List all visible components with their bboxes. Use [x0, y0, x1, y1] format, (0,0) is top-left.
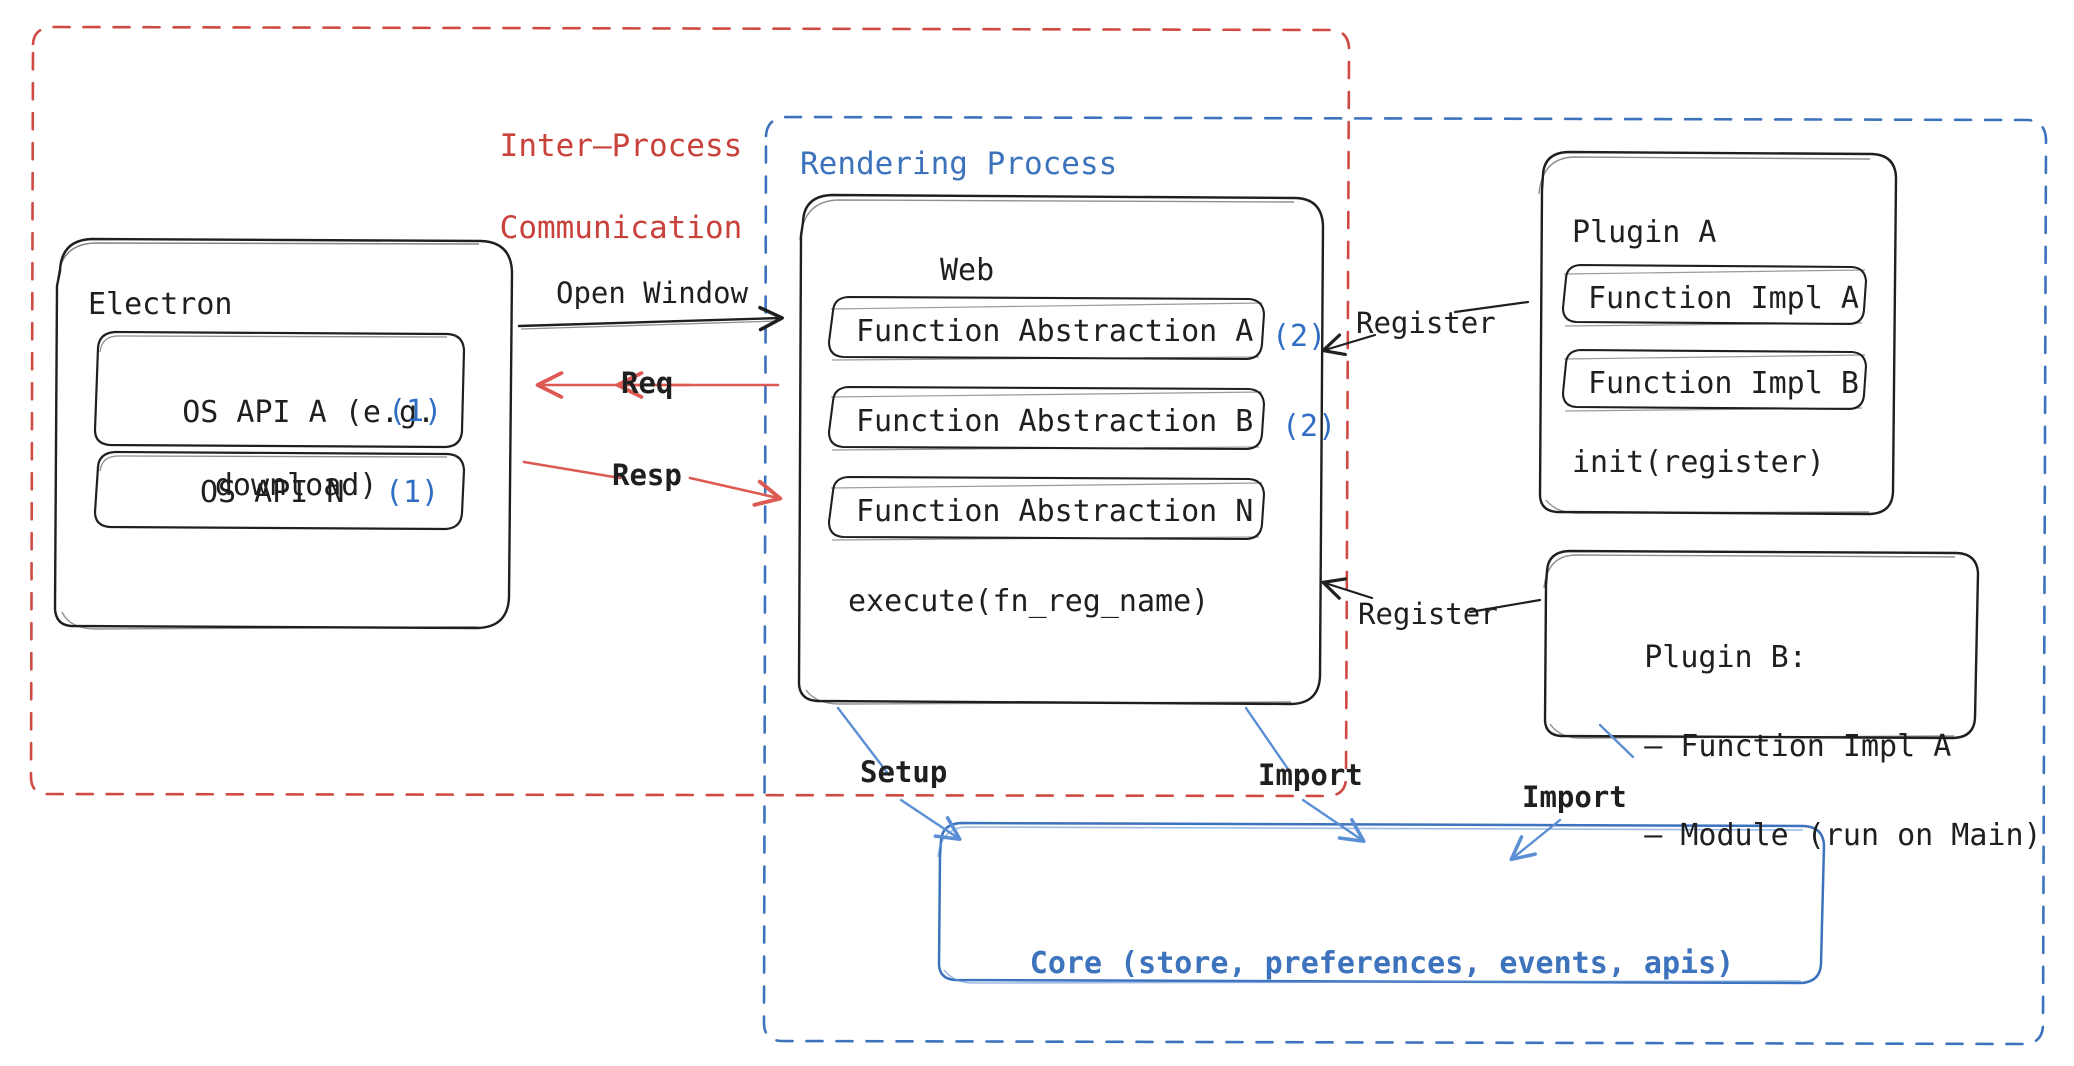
ipc-group-label-line2: Communication — [499, 209, 743, 246]
ipc-group-label-line1: Inter–Process — [499, 127, 743, 164]
edge-label-register-plugin-b: Register — [1358, 597, 1498, 631]
web-title: Web — [940, 253, 995, 288]
edge-label-import-plugin-b: Import — [1522, 780, 1627, 814]
fn-impl-b-label: Function Impl B — [1588, 366, 1859, 401]
fn-impl-a-label: Function Impl A — [1588, 281, 1859, 316]
plugin-a-title: Plugin A — [1572, 215, 1717, 250]
plugin-b-label: Plugin B: – Function Impl A – Module (ru… — [1572, 592, 2042, 903]
edge-label-register-plugin-a: Register — [1356, 306, 1496, 340]
web-box-outline — [797, 193, 1325, 706]
edge-label-open-window: Open Window — [556, 276, 749, 310]
edge-label-resp: Resp — [612, 458, 682, 492]
fn-abstraction-a-tag: (2) — [1272, 319, 1327, 354]
edge-open-window — [517, 305, 784, 332]
plugin-b-line-function-impl-a: – Function Impl A — [1644, 729, 1952, 765]
os-api-n-tag: (1) — [385, 475, 440, 510]
fn-abstraction-a-label: Function Abstraction A — [856, 314, 1254, 349]
plugin-b-line-module: – Module (run on Main) — [1644, 817, 2042, 853]
electron-title: Electron — [88, 287, 233, 322]
rendering-process-group-label: Rendering Process — [800, 146, 1118, 182]
core-line-main: Core (store, preferences, events, apis) — [1029, 946, 1735, 981]
os-api-a-label-line1: OS API A (e.g. — [182, 394, 436, 430]
os-api-a-tag: (1) — [388, 394, 443, 429]
edge-label-setup: Setup — [860, 755, 948, 789]
os-api-a-label: OS API A (e.g. download) — [110, 358, 435, 541]
fn-abstraction-b-label: Function Abstraction B — [856, 404, 1254, 439]
edge-label-import-web: Import — [1258, 758, 1363, 792]
ipc-group-label: Inter–Process Communication — [425, 85, 765, 290]
fn-abstraction-n-label: Function Abstraction N — [856, 494, 1254, 529]
os-api-n-label: OS API N — [200, 475, 345, 510]
plugin-b-line-title: Plugin B: — [1644, 640, 1807, 676]
edge-label-req: Req — [621, 366, 674, 400]
fn-abstraction-b-tag: (2) — [1282, 409, 1337, 444]
web-footer-execute: execute(fn_reg_name) — [848, 584, 1210, 619]
plugin-a-footer-init: init(register) — [1572, 445, 1825, 480]
os-api-a-label-line2: download) — [214, 467, 378, 503]
core-label: Core (store, preferences, events, apis) … — [939, 859, 1825, 1066]
